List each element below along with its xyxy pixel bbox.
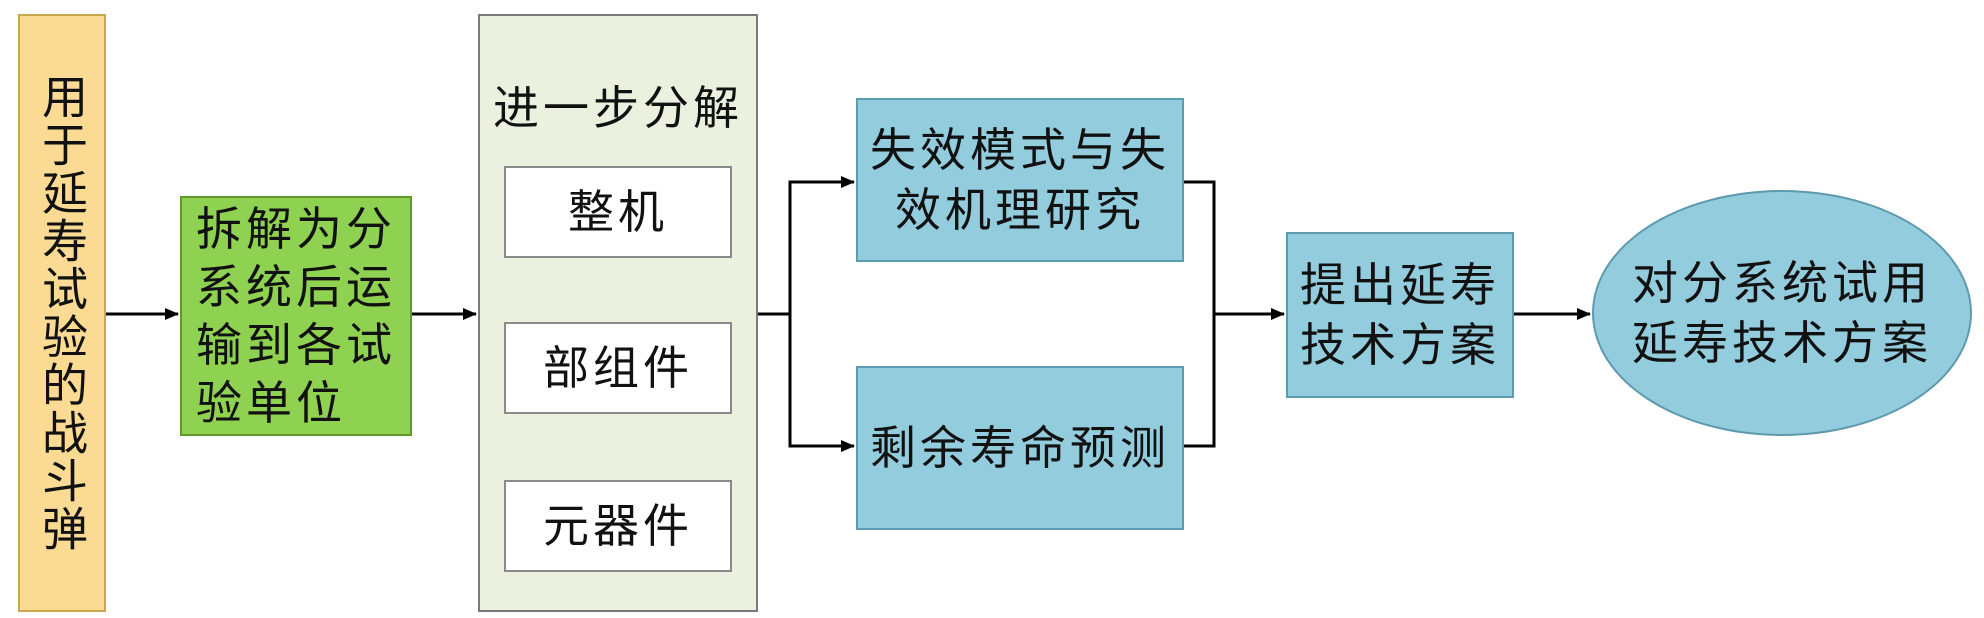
warhead-node: 用于延寿试验的战斗弹 [18,14,106,612]
remaining-life-label: 剩余寿命预测 [870,421,1170,475]
decompose-item-label: 整机 [568,185,668,239]
decompose-item-label: 部组件 [543,341,693,395]
propose-plan-node: 提出延寿技术方案 [1286,232,1514,398]
final-plan-ellipse: 对分系统试用延寿技术方案 [1592,190,1972,436]
remaining-life-node: 剩余寿命预测 [856,366,1184,530]
decompose-item-label: 元器件 [543,499,693,553]
connector-decompose-split-lower [788,314,855,452]
decompose-item-components: 部组件 [504,322,732,414]
failure-mode-label: 失效模式与失效机理研究 [870,123,1170,237]
connector-decompose-split [758,176,855,316]
disassemble-label: 拆解为分系统后运输到各试验单位 [196,202,396,430]
decompose-group: 进一步分解 整机 部组件 元器件 [478,14,758,612]
disassemble-node: 拆解为分系统后运输到各试验单位 [180,196,412,436]
decompose-item-parts: 元器件 [504,480,732,572]
connector-failure-merge [1184,180,1216,448]
final-plan-label: 对分系统试用延寿技术方案 [1632,256,1932,370]
decompose-title: 进一步分解 [493,81,743,135]
propose-plan-label: 提出延寿技术方案 [1300,258,1500,372]
warhead-label: 用于延寿试验的战斗弹 [35,73,89,553]
failure-mode-node: 失效模式与失效机理研究 [856,98,1184,262]
decompose-item-whole-machine: 整机 [504,166,732,258]
